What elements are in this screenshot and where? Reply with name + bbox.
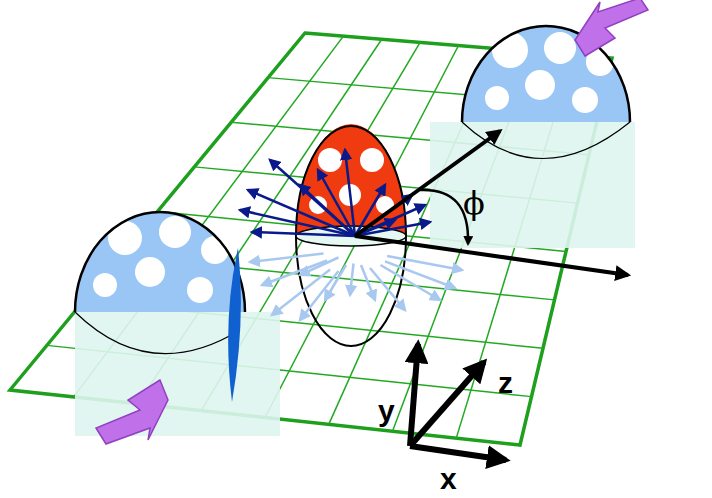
- flow-arrow: [250, 254, 324, 262]
- flow-arrow: [300, 258, 339, 276]
- axis-label: y: [378, 396, 395, 426]
- flow-arrow: [300, 185, 355, 236]
- grid-line: [201, 42, 420, 410]
- flow-arrow: [387, 256, 462, 270]
- flow-arrow: [385, 261, 455, 288]
- flow-arrows: [240, 150, 462, 320]
- coordinate-axes: [410, 344, 506, 460]
- flow-arrow: [350, 264, 354, 296]
- flow-arrow: [325, 265, 346, 300]
- flow-arrow: [300, 271, 339, 320]
- nucleus-left: [75, 212, 280, 436]
- flow-arrow: [270, 160, 355, 236]
- axis-label: z: [498, 368, 513, 398]
- flow-arrow: [240, 210, 355, 236]
- beam-arrow: [96, 0, 648, 444]
- flow-arrow: [370, 268, 405, 310]
- angle-label: ϕ: [463, 187, 485, 219]
- plane-axes: [355, 131, 628, 275]
- flow-arrow: [262, 261, 327, 286]
- flow-arrow: [248, 190, 355, 236]
- nucleus-right: [430, 26, 635, 248]
- axis-label: x: [440, 464, 457, 494]
- flow-arrow: [345, 150, 355, 236]
- flow-arrow: [252, 232, 355, 236]
